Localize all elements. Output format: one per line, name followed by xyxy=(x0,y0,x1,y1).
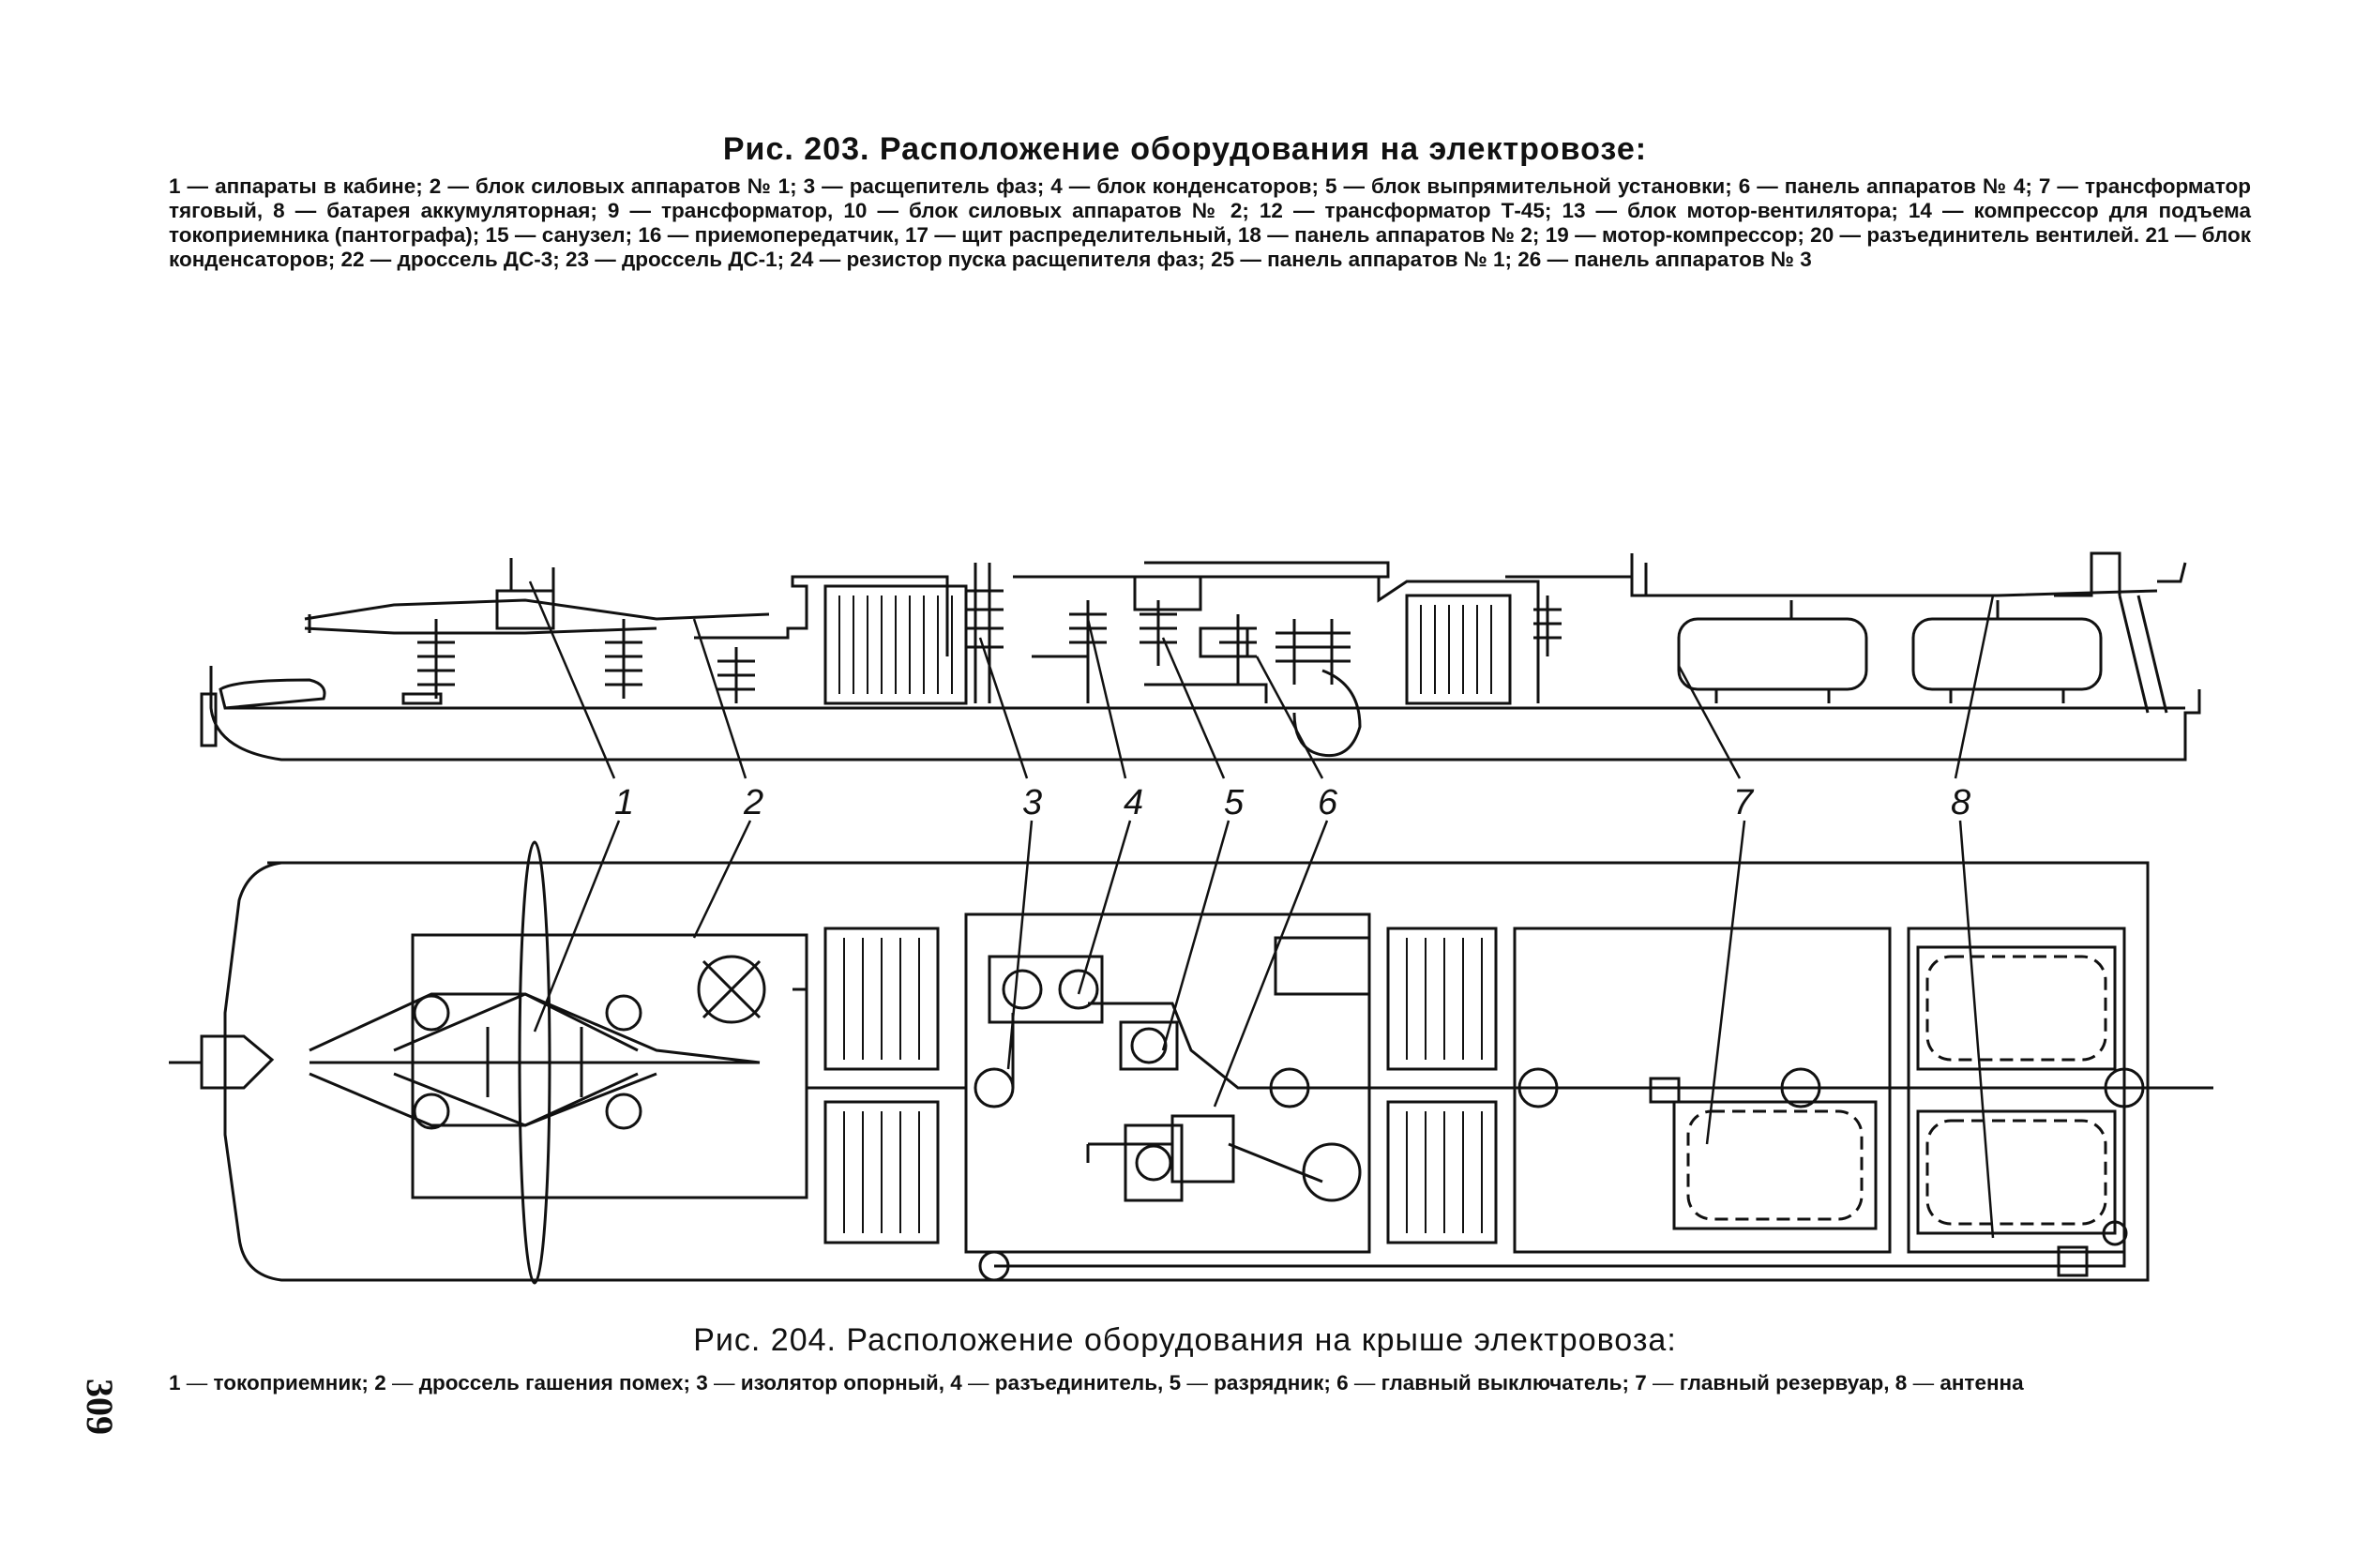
fig204-title: Рис. 204. Расположение оборудования на к… xyxy=(693,1322,1677,1358)
legend-num: 7 xyxy=(1635,1371,1647,1395)
callout-7: 7 xyxy=(1733,783,1755,822)
legend-text: дроссель гашения помех; xyxy=(418,1371,690,1395)
fig203-legend: 1 — аппараты в кабине; 2 — блок силовых … xyxy=(169,174,2251,271)
legend-text: антенна xyxy=(1940,1371,2024,1395)
fig203-title: Рис. 203. Расположение оборудования на э… xyxy=(722,131,1648,167)
callout-5: 5 xyxy=(1224,783,1245,822)
plan-view xyxy=(169,840,2213,1285)
legend-num: 8 xyxy=(1894,1371,1908,1395)
callout-4: 4 xyxy=(1124,783,1143,822)
side-view xyxy=(200,551,2201,761)
legend-num: 4 xyxy=(950,1371,962,1395)
fig204-legend: 1 — токоприемник; 2 — дроссель гашения п… xyxy=(169,1371,2024,1395)
leader-lines xyxy=(528,580,1995,1239)
legend-text: токоприемник; xyxy=(213,1371,369,1395)
legend-num: 6 xyxy=(1336,1371,1349,1395)
legend-text: главный выключатель; xyxy=(1381,1371,1629,1395)
callout-8: 8 xyxy=(1951,783,1970,822)
page-number: 309 xyxy=(79,1379,121,1435)
callout-6: 6 xyxy=(1318,783,1338,822)
legend-text: разрядник; xyxy=(1214,1371,1331,1395)
insulator xyxy=(417,619,755,703)
callout-2: 2 xyxy=(743,783,763,822)
callout-labels: 1 2 3 4 5 6 7 8 xyxy=(614,783,1970,822)
callout-1: 1 xyxy=(614,783,634,822)
roof-equipment-drawing: 1 2 3 4 5 6 7 8 xyxy=(169,551,2213,1285)
legend-text: главный резервуар, xyxy=(1679,1371,1890,1395)
legend-num: 1 xyxy=(169,1371,181,1395)
callout-3: 3 xyxy=(1022,783,1042,822)
legend-text: разъединитель, xyxy=(994,1371,1164,1395)
legend-num: 2 xyxy=(374,1371,386,1395)
legend-num: 5 xyxy=(1169,1371,1182,1395)
insulator xyxy=(1069,600,1351,685)
legend-num: 3 xyxy=(696,1371,708,1395)
legend-text: изолятор опорный, xyxy=(740,1371,944,1395)
